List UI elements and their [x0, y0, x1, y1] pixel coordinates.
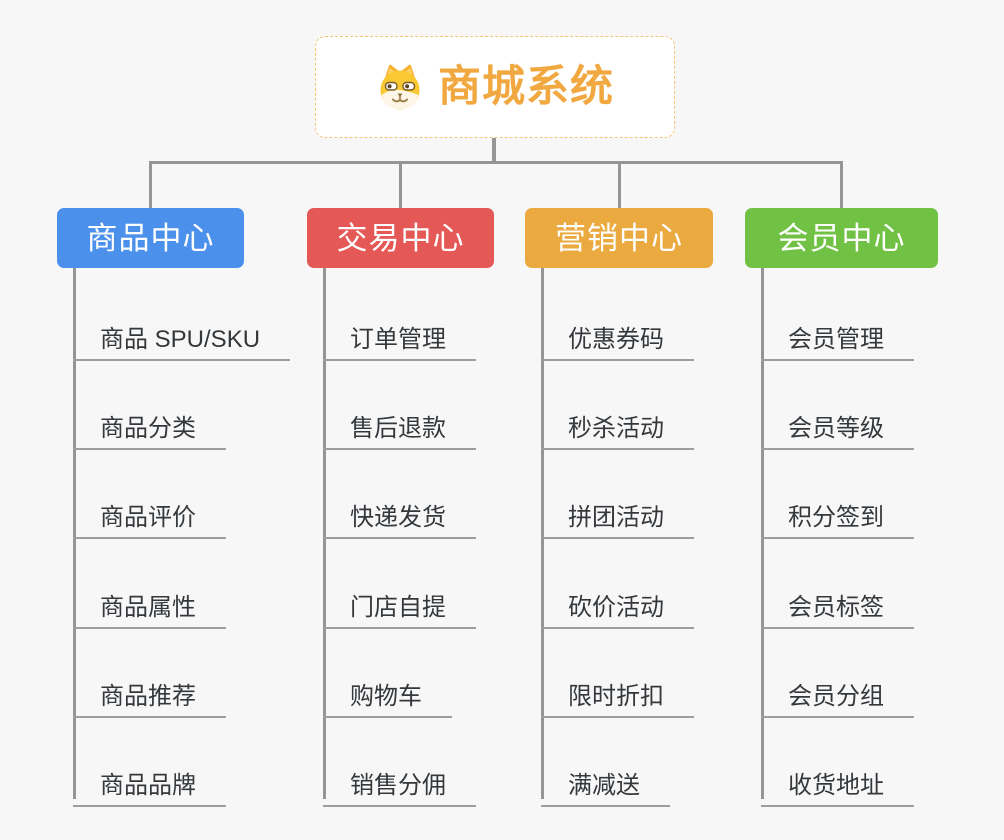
- leaf-item[interactable]: 商品评价: [73, 490, 226, 539]
- branch-drop-line: [399, 161, 402, 208]
- root-node[interactable]: 商城系统: [315, 36, 675, 138]
- branch-header-4[interactable]: 会员中心: [745, 208, 938, 268]
- branch-spine-line: [541, 268, 544, 799]
- leaf-item[interactable]: 拼团活动: [541, 490, 694, 539]
- leaf-item[interactable]: 会员管理: [761, 312, 914, 361]
- branch-drop-line: [149, 161, 152, 208]
- leaf-item[interactable]: 会员等级: [761, 401, 914, 450]
- leaf-item[interactable]: 会员分组: [761, 669, 914, 718]
- leaf-item[interactable]: 商品 SPU/SKU: [73, 312, 291, 361]
- leaf-item[interactable]: 优惠券码: [541, 312, 694, 361]
- leaf-item[interactable]: 售后退款: [323, 401, 476, 450]
- root-title: 商城系统: [438, 62, 614, 111]
- leaf-item[interactable]: 会员标签: [761, 580, 914, 629]
- branch-header-3[interactable]: 营销中心: [525, 208, 713, 268]
- leaf-item[interactable]: 商品推荐: [73, 669, 226, 718]
- branch-header-2[interactable]: 交易中心: [307, 208, 494, 268]
- branch-spine-line: [761, 268, 764, 799]
- branch-spine-line: [73, 268, 76, 799]
- leaf-item[interactable]: 收货地址: [761, 758, 914, 807]
- leaf-item[interactable]: 订单管理: [323, 312, 476, 361]
- leaf-item[interactable]: 积分签到: [761, 490, 914, 539]
- leaf-item[interactable]: 限时折扣: [541, 669, 694, 718]
- branch-bus-line: [149, 161, 843, 164]
- leaf-item[interactable]: 秒杀活动: [541, 401, 694, 450]
- branch-header-1[interactable]: 商品中心: [57, 208, 244, 268]
- leaf-item[interactable]: 快递发货: [323, 490, 476, 539]
- leaf-item[interactable]: 商品分类: [73, 401, 226, 450]
- shiba-dog-icon: [380, 64, 420, 110]
- branch-drop-line: [840, 161, 843, 208]
- leaf-item[interactable]: 砍价活动: [541, 580, 694, 629]
- leaf-item[interactable]: 商品属性: [73, 580, 226, 629]
- leaf-item[interactable]: 门店自提: [323, 580, 476, 629]
- root-stem-line: [492, 138, 496, 164]
- leaf-item[interactable]: 商品品牌: [73, 758, 226, 807]
- branch-spine-line: [323, 268, 326, 799]
- leaf-item[interactable]: 购物车: [323, 669, 452, 718]
- leaf-item[interactable]: 满减送: [541, 758, 670, 807]
- leaf-item[interactable]: 销售分佣: [323, 758, 476, 807]
- branch-drop-line: [617, 161, 621, 208]
